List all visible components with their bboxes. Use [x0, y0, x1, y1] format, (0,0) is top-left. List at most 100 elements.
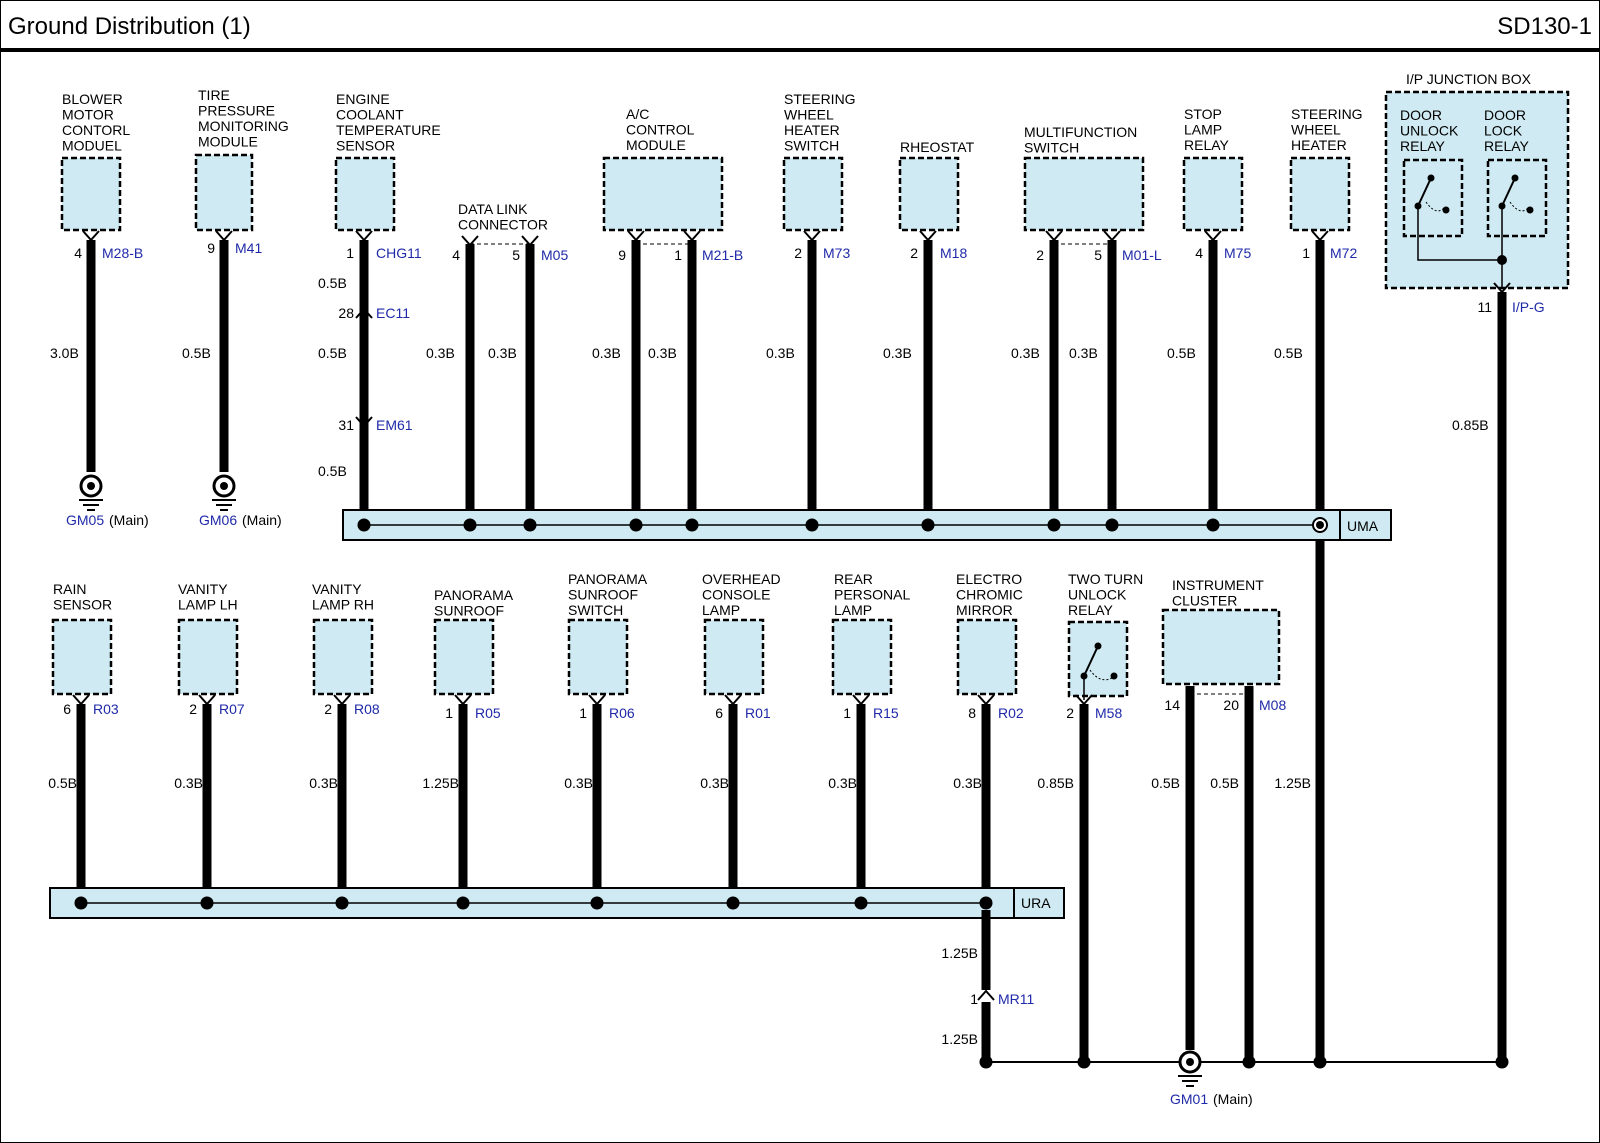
main-ground-bus-node	[979, 1055, 993, 1069]
ground-gm06-core	[220, 482, 228, 490]
pin-number: 4	[1195, 245, 1203, 261]
wire-gauge: 0.3B	[700, 775, 729, 791]
splice-ura-node	[74, 896, 88, 910]
pin-number: 1	[843, 705, 851, 721]
box-stop-lamp-relay	[1182, 156, 1244, 232]
box-instrument-cluster	[1161, 608, 1281, 686]
splice-ura-node	[456, 896, 470, 910]
connector-em61: EM61	[376, 417, 413, 433]
inline-pin: 31	[338, 417, 354, 433]
wire-gauge: 0.5B	[1274, 345, 1303, 361]
connector-m41: M41	[235, 240, 262, 256]
wire-gauge: 0.3B	[426, 345, 455, 361]
pin-number: 4	[452, 247, 460, 263]
door-lock-relay-switch-contact-no	[1526, 206, 1534, 214]
pin-chevron-mfs-5	[1103, 230, 1121, 242]
connector-m08: M08	[1259, 697, 1286, 713]
pin-number: 2	[794, 245, 802, 261]
wire-gauge: 0.85B	[1452, 417, 1489, 433]
wire-gauge: 3.0B	[50, 345, 79, 361]
inline-connector-mr11-chevron	[977, 989, 995, 1001]
wire-gauge: 0.3B	[309, 775, 338, 791]
pin-chevron-chg11	[355, 230, 373, 242]
wire-gauge: 0.3B	[488, 345, 517, 361]
inline-pin: 1	[970, 991, 978, 1007]
connector-r02: R02	[998, 705, 1024, 721]
component-box	[51, 618, 113, 696]
wire-gauge: 0.3B	[883, 345, 912, 361]
pin-chevron-r03	[72, 694, 90, 706]
splice-ura-node	[854, 896, 868, 910]
ground-code-gm05: GM05	[66, 512, 104, 528]
connector-r07: R07	[219, 701, 245, 717]
pin-chevron-m72	[1311, 230, 1329, 242]
door-unlock-relay-switch-contact-no	[1442, 206, 1450, 214]
pin-number: 8	[968, 705, 976, 721]
connector-ipg: I/P-G	[1512, 299, 1545, 315]
pin-chevron-r15	[852, 694, 870, 706]
pin-number: 5	[512, 247, 520, 263]
wire-gauge: 0.5B	[318, 463, 347, 479]
pin-number: 2	[1066, 705, 1074, 721]
connector-m21b: M21-B	[702, 247, 743, 263]
page-title: Ground Distribution (1)	[8, 13, 251, 40]
ground-suffix: (Main)	[1213, 1091, 1253, 1107]
pin-number: 6	[715, 705, 723, 721]
splice-uma-node	[1206, 518, 1220, 532]
wire-gauge: 0.3B	[766, 345, 795, 361]
component-box	[956, 618, 1018, 696]
connector-ec11: EC11	[376, 305, 410, 321]
ip-relay-junction	[1497, 255, 1507, 265]
connector-m28b: M28-B	[102, 245, 143, 261]
connector-r06: R06	[609, 705, 635, 721]
inline-connector-em61-chevron	[355, 416, 373, 428]
pin-number: 4	[74, 245, 82, 261]
ground-code-gm06: GM06	[199, 512, 237, 528]
pin-number: 20	[1223, 697, 1239, 713]
pin-chevron-m75	[1204, 230, 1222, 242]
pin-number: 1	[579, 705, 587, 721]
splice-uma-node	[805, 518, 819, 532]
pin-chevron-r02	[977, 694, 995, 706]
pin-number: 2	[910, 245, 918, 261]
wire-gauge: 0.3B	[953, 775, 982, 791]
wire-gauge: 0.3B	[564, 775, 593, 791]
connector-m72: M72	[1330, 245, 1357, 261]
splice-uma-node	[523, 518, 537, 532]
two-turn-relay-contact-no	[1110, 672, 1118, 680]
splice-ura-node	[590, 896, 604, 910]
connector-r05: R05	[475, 705, 501, 721]
main-ground-bus-node	[1313, 1055, 1327, 1069]
splice-uma-node	[1047, 518, 1061, 532]
connector-r15: R15	[873, 705, 899, 721]
diagram-code: SD130-1	[1497, 13, 1592, 40]
pin-chevron-dlc-5	[521, 235, 539, 247]
box-ac-control-module	[602, 156, 724, 232]
connector-m73: M73	[823, 245, 850, 261]
pin-number: 1	[1302, 245, 1310, 261]
pin-chevron-acm-1	[683, 230, 701, 242]
pin-chevron-m41	[215, 230, 233, 242]
label-ip-junction-box: I/P JUNCTION BOX	[1406, 71, 1532, 87]
splice-ura-node	[726, 896, 740, 910]
wire-gauge: 0.5B	[318, 275, 347, 291]
box-engine-coolant-temp-sensor	[334, 156, 396, 232]
connector-r01: R01	[745, 705, 771, 721]
pin-chevron-r05	[454, 694, 472, 706]
box-multifunction-switch	[1023, 156, 1145, 232]
box-tpms-module	[194, 153, 254, 232]
splice-ura-node	[979, 896, 993, 910]
ground-gm01-core	[1186, 1058, 1194, 1066]
splice-ura-node	[200, 896, 214, 910]
pin-number: 2	[189, 701, 197, 717]
ground-suffix: (Main)	[242, 512, 282, 528]
splice-uma-node	[357, 518, 371, 532]
